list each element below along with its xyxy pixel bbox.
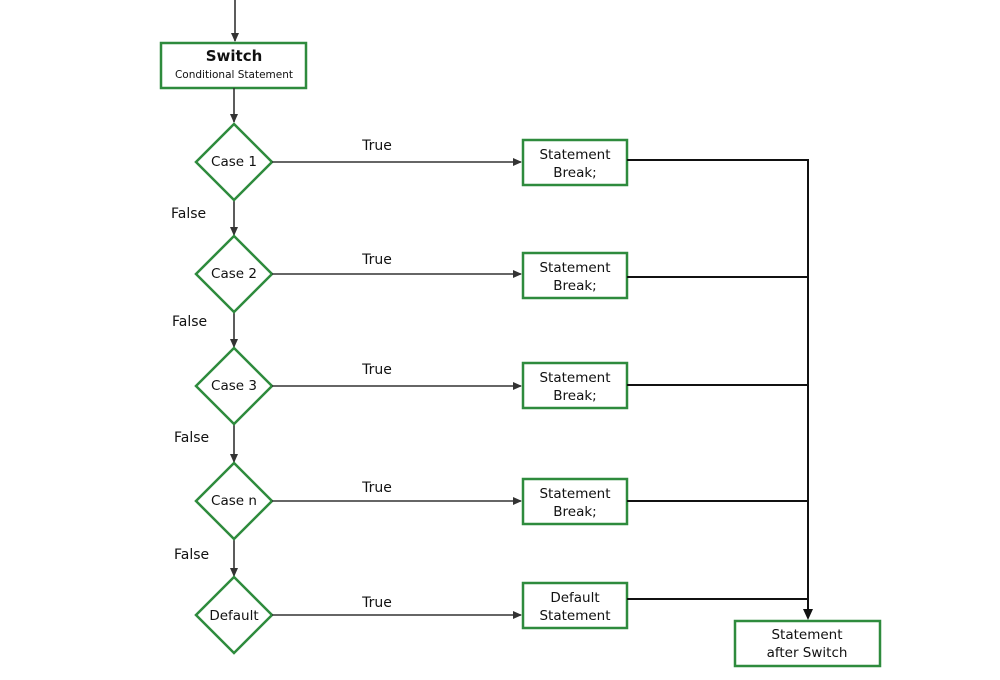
case-2-statement-box	[521, 251, 629, 300]
default-label: Default	[209, 608, 258, 624]
default-true-label: True	[361, 595, 392, 611]
case-3-label: Case 3	[211, 378, 257, 394]
case-n-label: Case n	[211, 493, 257, 509]
false-label-2: False	[172, 314, 207, 330]
case-1-diamond	[194, 122, 274, 202]
case-1-true-label: True	[361, 138, 392, 154]
case-1-statement-line1: Statement	[539, 147, 610, 163]
case-2-statement-line2: Break;	[553, 278, 596, 294]
case-1-statement-box	[521, 138, 629, 187]
case-n-statement-line1: Statement	[539, 486, 610, 502]
switch-subtitle: Conditional Statement	[175, 69, 293, 81]
default-statement-line1: Default	[550, 590, 599, 606]
default-diamond	[194, 575, 274, 655]
default-statement-box	[521, 581, 629, 630]
case-n-row: Case n True Statement Break;	[194, 461, 629, 541]
case-3-statement-line1: Statement	[539, 370, 610, 386]
case-3-row: Case 3 True Statement Break;	[194, 346, 629, 426]
case-1-label: Case 1	[211, 154, 257, 170]
after-switch-node: Statement after Switch	[733, 619, 882, 668]
false-label-3: False	[174, 430, 209, 446]
switch-title: Switch	[206, 47, 263, 65]
case-n-true-label: True	[361, 480, 392, 496]
case-2-label: Case 2	[211, 266, 257, 282]
case-2-row: Case 2 True Statement Break;	[194, 234, 629, 314]
case-2-statement-line1: Statement	[539, 260, 610, 276]
default-row: Default True Default Statement	[194, 575, 629, 655]
after-switch-line1: Statement	[771, 627, 842, 643]
case-n-diamond	[194, 461, 274, 541]
case-n-statement-box	[521, 477, 629, 526]
default-statement-line2: Statement	[539, 608, 610, 624]
case-3-diamond	[194, 346, 274, 426]
case-1-statement-line2: Break;	[553, 165, 596, 181]
switch-node: Switch Conditional Statement	[159, 41, 308, 90]
false-label-4: False	[174, 547, 209, 563]
case-1-row: Case 1 True Statement Break;	[194, 122, 629, 202]
case-2-true-label: True	[361, 252, 392, 268]
false-label-1: False	[171, 206, 206, 222]
case-2-diamond	[194, 234, 274, 314]
case-3-statement-line2: Break;	[553, 388, 596, 404]
case-3-true-label: True	[361, 362, 392, 378]
case-n-statement-line2: Break;	[553, 504, 596, 520]
after-switch-line2: after Switch	[767, 645, 848, 661]
